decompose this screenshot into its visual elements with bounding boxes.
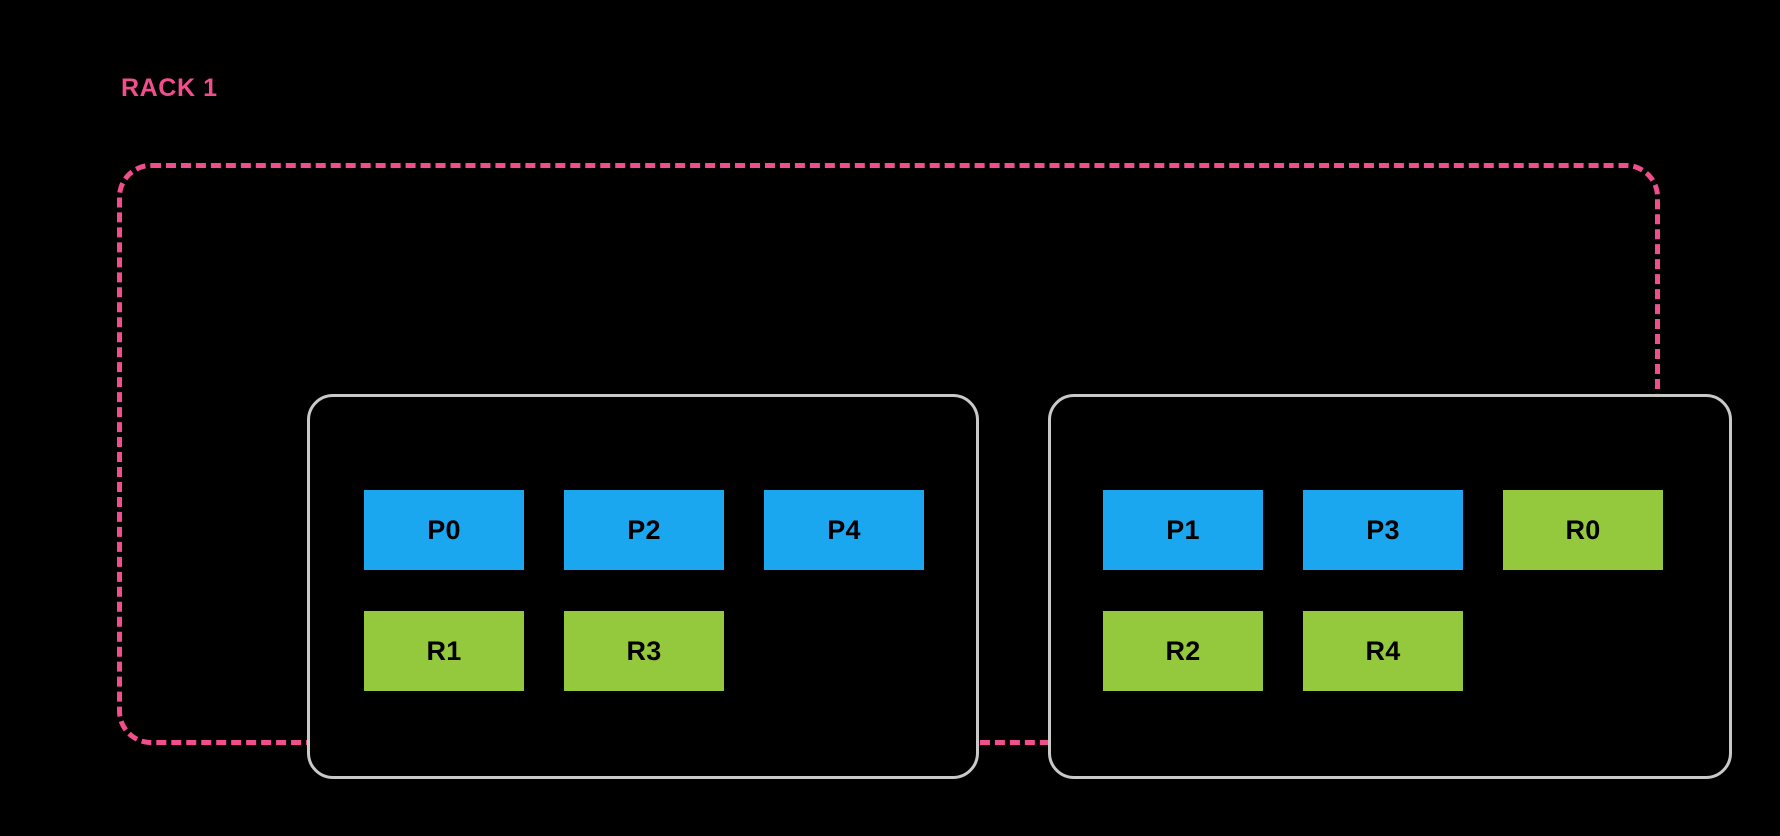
- chip-p1[interactable]: P1: [1103, 490, 1263, 570]
- chip-p0[interactable]: P0: [364, 490, 524, 570]
- chip-p3[interactable]: P3: [1303, 490, 1463, 570]
- chip-r0[interactable]: R0: [1503, 490, 1663, 570]
- node-box-right: P1 P3 R0 R2 R4: [1048, 394, 1732, 779]
- chip-row-primary-left: P0 P2 P4: [364, 490, 976, 570]
- chip-row-replica-right: R2 R4: [1103, 611, 1729, 691]
- chip-p4[interactable]: P4: [764, 490, 924, 570]
- rack-label: RACK 1: [121, 74, 218, 102]
- node-box-left: P0 P2 P4 R1 R3: [307, 394, 979, 779]
- chip-grid-right: P1 P3 R0 R2 R4: [1051, 397, 1729, 776]
- chip-r2[interactable]: R2: [1103, 611, 1263, 691]
- chip-p2[interactable]: P2: [564, 490, 724, 570]
- chip-row-replica-left: R1 R3: [364, 611, 976, 691]
- chip-r4[interactable]: R4: [1303, 611, 1463, 691]
- chip-row-primary-right: P1 P3 R0: [1103, 490, 1729, 570]
- chip-grid-left: P0 P2 P4 R1 R3: [310, 397, 976, 776]
- chip-r1[interactable]: R1: [364, 611, 524, 691]
- rack-container: P0 P2 P4 R1 R3 P1 P3 R0 R2: [117, 163, 1732, 779]
- chip-r3[interactable]: R3: [564, 611, 724, 691]
